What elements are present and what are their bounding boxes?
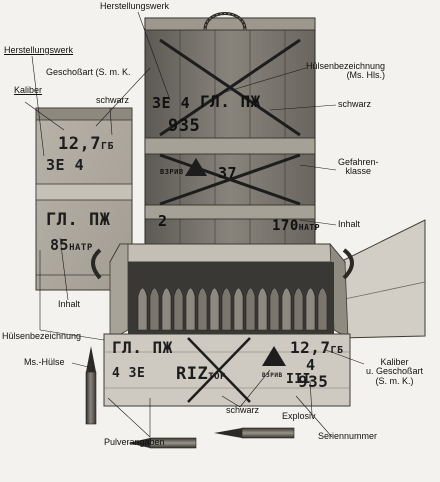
label-ms-huelse: Ms.-Hülse xyxy=(24,357,65,367)
back-crate xyxy=(144,12,316,251)
cartridge-tip xyxy=(269,287,280,331)
cartridge-tip xyxy=(197,287,208,331)
front-crate-serial-mark: 935 xyxy=(298,372,329,391)
back-crate-year-mark: 935 xyxy=(168,116,201,136)
back-crate-class-mark: ВЗРИВ xyxy=(160,168,184,176)
left-box-factory-mark: 3E 4 xyxy=(46,156,85,174)
back-crate-serial-mark: 37 xyxy=(218,164,238,182)
label-seriennummer: Seriennummer xyxy=(318,431,378,441)
label-explosiv: Explosiv xyxy=(282,411,316,421)
label-schwarz-left: schwarz xyxy=(96,95,130,105)
cartridge-tip xyxy=(293,287,304,331)
left-box-caliber-mark: 12,7ГБ xyxy=(58,134,114,154)
front-crate-caliber-mark: 12,7ГБ xyxy=(290,338,344,357)
front-crate-class-mark: ВЗРИВ xyxy=(262,372,283,379)
label-schwarz-right: schwarz xyxy=(338,99,372,109)
front-crate-powder-mark: RIZТОР xyxy=(176,364,226,384)
cartridge-tip xyxy=(161,287,172,331)
label-kaliber-geschossart: Kaliber u. Geschoßart (S. m. K.) xyxy=(366,357,424,386)
left-box-type-mark: ГЛ. ПЖ xyxy=(46,210,111,230)
back-crate-caliber-mark: 2 xyxy=(158,212,168,230)
cartridge-tip xyxy=(245,287,256,331)
cartridge-tip xyxy=(173,287,184,331)
cartridge-tip xyxy=(317,287,328,331)
left-box-count-mark: 85НАТР xyxy=(50,236,93,254)
cartridge-lying-2 xyxy=(214,427,295,439)
front-crate xyxy=(91,242,354,407)
back-crate-type-mark: ГЛ. ПЖ xyxy=(200,92,261,111)
label-huelsenbezeichnung-right: Hülsenbezeichnung (Ms. Hls.) xyxy=(306,61,386,81)
cartridge-tip xyxy=(209,287,220,331)
cartridge-tip xyxy=(185,287,196,331)
leader-lines xyxy=(24,11,365,438)
label-inhalt-right: Inhalt xyxy=(338,219,361,229)
front-crate-factory-mark: 4 3E xyxy=(112,366,146,381)
cartridge-tip xyxy=(137,287,148,331)
label-schwarz-bottom: schwarz xyxy=(226,405,260,415)
label-inhalt-left: Inhalt xyxy=(58,299,81,309)
front-crate-type-mark: ГЛ. ПЖ xyxy=(112,338,173,357)
label-herstellungswerk-left: Herstellungswerk xyxy=(4,45,74,55)
label-huelsenbezeichnung-bottom: Hülsenbezeichnung xyxy=(2,331,82,341)
cartridge-tip xyxy=(257,287,268,331)
cartridge-tip xyxy=(221,287,232,331)
label-kaliber: Kaliber xyxy=(14,85,43,95)
label-pulverangaben: Pulverangaben xyxy=(104,437,165,447)
cartridge-tip xyxy=(233,287,244,331)
cartridge-lying-1 xyxy=(128,437,197,449)
back-crate-count-mark: 170НАТР xyxy=(272,218,321,234)
label-geschossart: Geschoßart (S. m. K. xyxy=(46,67,131,77)
front-crate-num-mark: 4 xyxy=(306,356,316,374)
cartridge-tip xyxy=(305,287,316,331)
label-herstellungswerk-top: Herstellungswerk xyxy=(100,1,170,11)
label-gefahrenklasse: Gefahren- klasse xyxy=(338,157,379,177)
cartridge-tip xyxy=(149,287,160,331)
front-crate-lid xyxy=(339,219,426,339)
back-crate-factory-mark: 3E 4 xyxy=(152,94,191,112)
cartridge-standing xyxy=(85,346,97,425)
cartridge-tip xyxy=(281,287,292,331)
front-crate-roman-mark: III xyxy=(286,372,311,387)
cartridge-row xyxy=(137,287,328,331)
